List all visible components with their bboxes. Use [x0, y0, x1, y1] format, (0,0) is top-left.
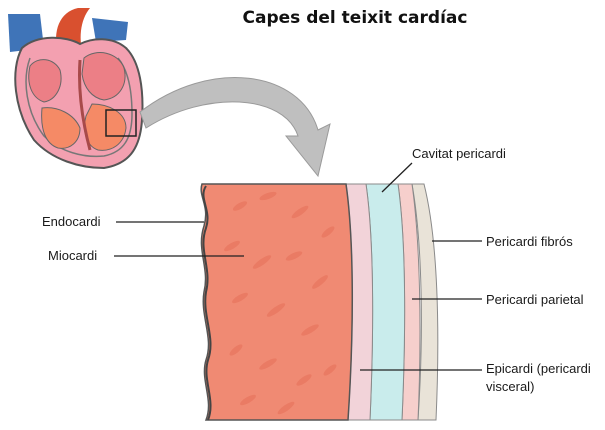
diagram-title: Capes del teixit cardíac [205, 8, 505, 28]
myocardium-layer [201, 184, 352, 420]
label-cavitat-pericardi: Cavitat pericardi [412, 146, 506, 162]
tissue-block [201, 184, 438, 420]
label-pericardi-fibros: Pericardi fibrós [486, 234, 573, 250]
label-endocardi: Endocardi [42, 214, 101, 230]
label-pericardi-parietal: Pericardi parietal [486, 292, 584, 308]
label-epicardi-line2: visceral) [486, 378, 605, 396]
heart-outer-shape [15, 38, 142, 168]
zoom-arrow [140, 78, 330, 176]
heart-illustration [8, 8, 142, 168]
label-epicardi-line1: Epicardi (pericardi [486, 360, 605, 378]
label-miocardi: Miocardi [48, 248, 97, 264]
label-epicardi: Epicardi (pericardi visceral) [486, 360, 605, 396]
